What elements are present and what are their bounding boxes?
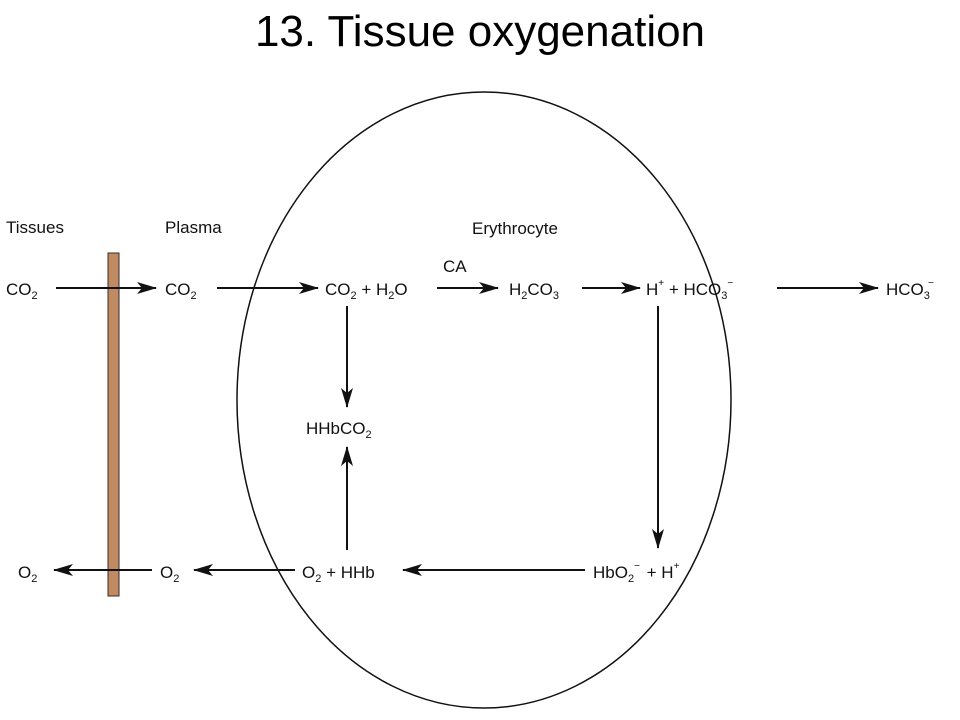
species-o2-plasma: O2	[160, 563, 179, 585]
label-erythrocyte: Erythrocyte	[472, 219, 558, 238]
erythrocyte-membrane	[236, 91, 732, 709]
slide-title: 13. Tissue oxygenation	[254, 7, 706, 56]
species-co2-plus-water: CO2 + H2O	[325, 280, 408, 302]
species-carbonic-acid: H2CO3	[509, 280, 559, 302]
label-carbonic-anhydrase: CA	[443, 257, 467, 276]
species-o2-tissues: O2	[18, 563, 37, 585]
species-co2-plasma: CO2	[165, 280, 197, 302]
species-co2-tissues: CO2	[6, 280, 38, 302]
species-oxyhemoglobin-plus-proton: HbO2− + H+	[593, 561, 680, 585]
capillary-wall	[107, 252, 120, 597]
species-o2-plus-deoxyhemoglobin: O2 + HHb	[302, 563, 375, 585]
label-plasma: Plasma	[165, 218, 222, 237]
species-proton-plus-bicarbonate: H+ + HCO3−	[646, 278, 733, 302]
species-carbaminohemoglobin: HHbCO2	[306, 419, 372, 441]
species-bicarbonate-plasma: HCO3−	[886, 278, 934, 302]
label-tissues: Tissues	[6, 218, 64, 237]
